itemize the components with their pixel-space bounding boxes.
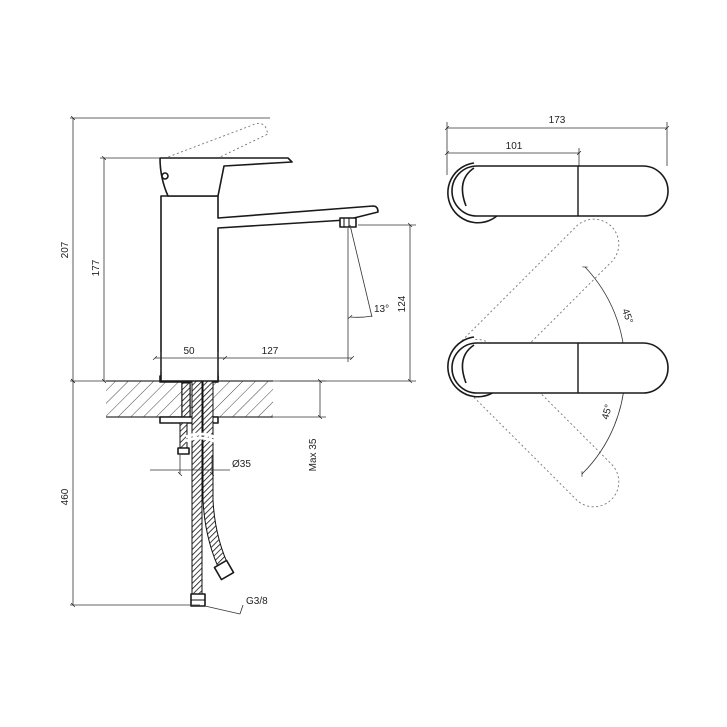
dim-total-height: 207 (60, 241, 71, 258)
dim-hole-diameter: Ø35 (232, 459, 251, 470)
dim-handle-length: 101 (506, 141, 523, 152)
top-handle (451, 165, 669, 217)
lever-handle (159, 157, 293, 197)
faucet-body (160, 195, 379, 382)
mounting-stud-thread (181, 382, 191, 418)
stud-nut (177, 447, 190, 455)
dim-top-length: 173 (549, 115, 566, 126)
aerator (339, 217, 357, 228)
dim-base-width: 50 (183, 346, 195, 357)
handle-ghost-down (450, 338, 620, 508)
dim-spout-angle: 13° (374, 304, 389, 315)
lever-raised-ghost (159, 123, 269, 181)
dim-thread: G3/8 (246, 596, 268, 607)
rotation-handle (451, 342, 669, 394)
dim-spout-reach: 127 (262, 346, 279, 357)
dim-angle-down: 45° (600, 403, 615, 420)
side-view: 207 177 50 127 124 13° Max 35 Ø35 (60, 115, 416, 615)
dim-angle-up: 45° (619, 307, 635, 325)
threaded-stud-lower (179, 422, 188, 452)
lever-pivot (161, 172, 169, 180)
handle-ghost-up (450, 218, 620, 388)
rotation-view: 45° 45° (447, 218, 669, 508)
dim-hose-length: 460 (60, 488, 71, 505)
dim-max-thickness: Max 35 (308, 438, 319, 471)
top-view: 173 101 (444, 115, 670, 224)
dim-spout-height: 124 (397, 295, 408, 312)
fixing-plate (159, 416, 219, 424)
dim-body-height: 177 (91, 259, 102, 276)
hose-fitting-right (213, 559, 235, 581)
